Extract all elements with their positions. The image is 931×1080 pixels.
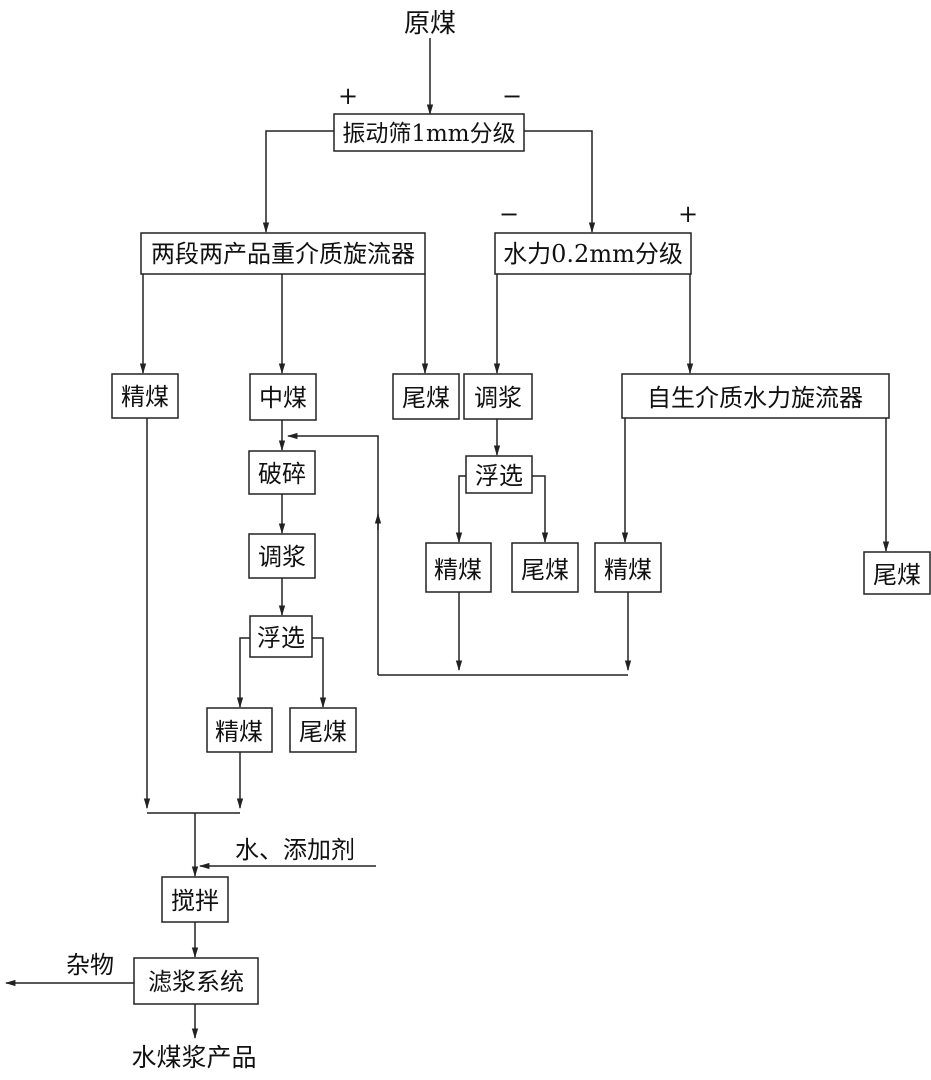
node-clean-coal-2: 精煤 (426, 543, 491, 592)
impurities-label: 杂物 (66, 951, 114, 979)
node-flotation-1: 浮选 (466, 456, 532, 493)
node-slurry-1-label: 调浆 (474, 384, 522, 412)
node-tailings-4-label: 尾煤 (299, 718, 347, 746)
node-middlings-label: 中煤 (259, 384, 307, 412)
node-crushing-label: 破碎 (258, 460, 306, 488)
node-clean-coal-1: 精煤 (112, 374, 178, 418)
node-stirring: 搅拌 (162, 877, 228, 922)
node-flotation-1-label: 浮选 (475, 462, 523, 490)
node-crushing: 破碎 (249, 451, 315, 494)
node-clean-coal-4-label: 精煤 (215, 718, 263, 746)
node-clean-coal-4: 精煤 (207, 708, 272, 752)
node-slurry-2: 调浆 (249, 534, 315, 578)
node-dense-cyclone: 两段两产品重介质旋流器 (141, 233, 425, 274)
node-flotation-2: 浮选 (250, 616, 312, 657)
node-hydro-classify-label: 水力0.2mm分级 (503, 240, 683, 268)
node-middlings: 中煤 (250, 374, 316, 420)
node-autogenous-cyclone: 自生介质水力旋流器 (622, 374, 889, 418)
node-autogenous-cyclone-label: 自生介质水力旋流器 (647, 384, 863, 412)
node-clean-coal-1-label: 精煤 (121, 383, 169, 411)
arrow-screen-to-hydro (524, 131, 592, 232)
node-clean-coal-3: 精煤 (595, 543, 661, 592)
node-clean-coal-2-label: 精煤 (434, 556, 482, 584)
node-flotation-2-label: 浮选 (257, 624, 305, 652)
node-screen: 振动筛1mm分级 (334, 114, 524, 151)
node-tailings-4: 尾煤 (290, 708, 356, 752)
node-filter-system-label: 滤浆系统 (148, 968, 244, 996)
node-hydro-classify: 水力0.2mm分级 (495, 233, 691, 274)
screen-undersize-sign: − (502, 82, 522, 110)
raw-coal-label: 原煤 (404, 9, 456, 39)
node-clean-coal-3-label: 精煤 (604, 556, 652, 584)
connectors (6, 38, 886, 1038)
node-slurry-2-label: 调浆 (258, 543, 306, 571)
node-screen-label: 振动筛1mm分级 (342, 121, 515, 147)
node-tailings-1-label: 尾煤 (402, 384, 450, 412)
node-tailings-1: 尾煤 (393, 374, 459, 419)
hydro-undersize-sign: − (499, 200, 519, 228)
screen-oversize-sign: + (338, 82, 358, 110)
node-tailings-3: 尾煤 (864, 552, 930, 594)
node-tailings-2: 尾煤 (512, 543, 578, 592)
hydro-oversize-sign: + (678, 200, 698, 228)
node-tailings-3-label: 尾煤 (873, 561, 921, 589)
arrow-screen-to-dense (266, 131, 334, 232)
product-label: 水煤浆产品 (131, 1043, 256, 1072)
arrow-flotation2-to-tailings4 (312, 638, 323, 707)
water-additive-label: 水、添加剂 (235, 836, 355, 864)
arrow-flotation2-to-clean4 (240, 638, 250, 707)
node-dense-cyclone-label: 两段两产品重介质旋流器 (151, 240, 415, 268)
node-stirring-label: 搅拌 (171, 887, 219, 915)
node-filter-system: 滤浆系统 (134, 958, 258, 1004)
node-slurry-1: 调浆 (464, 374, 532, 419)
node-tailings-2-label: 尾煤 (521, 556, 569, 584)
